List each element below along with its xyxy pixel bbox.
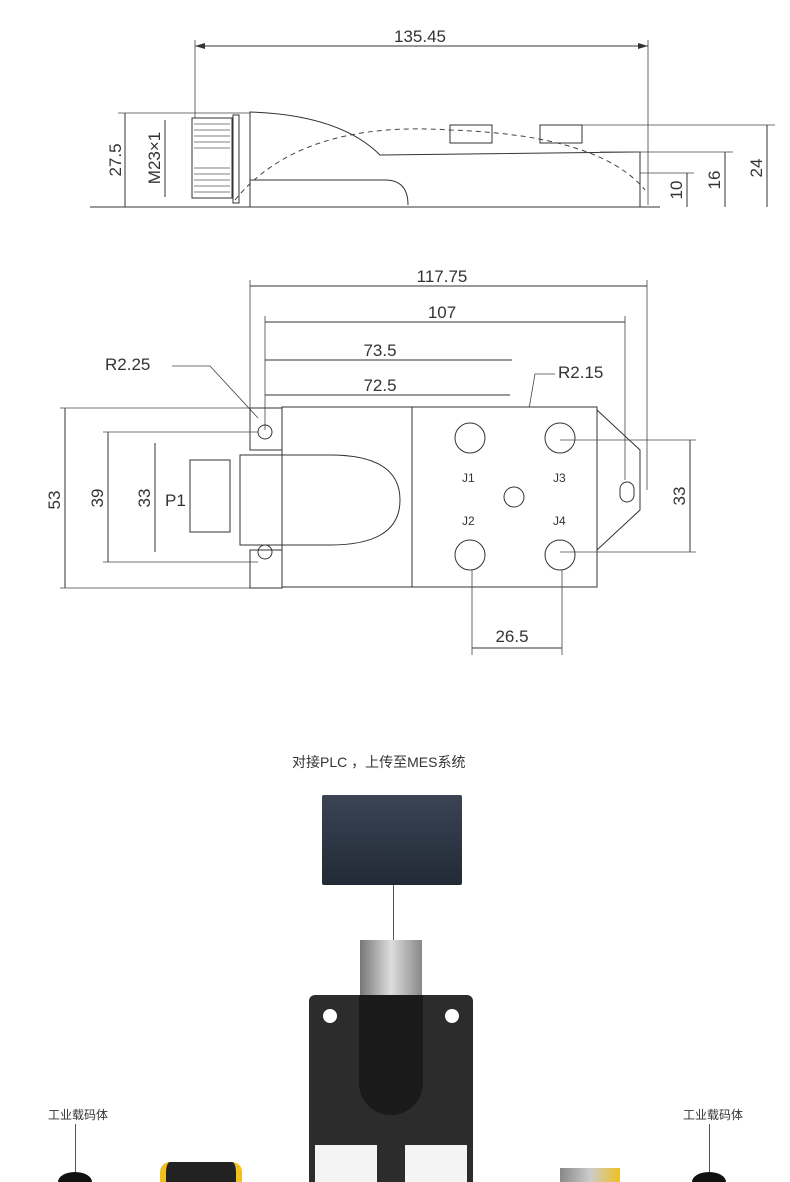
- plc-image: [322, 795, 462, 885]
- port-label-j1: J1: [462, 471, 475, 485]
- dim-width-overall: 117.75: [417, 267, 468, 286]
- port-label-j2: J2: [462, 514, 475, 528]
- dim-height-33-left: 33: [135, 489, 154, 508]
- left-carrier-label: 工业载码体: [48, 1108, 109, 1122]
- dim-height-16: 16: [705, 171, 724, 190]
- dim-radius-left: R2.25: [105, 355, 150, 374]
- dim-length: 135.45: [394, 27, 446, 46]
- right-carrier-label: 工业载码体: [683, 1108, 744, 1122]
- dim-thread: M23×1: [145, 132, 164, 184]
- dim-width-72-5: 72.5: [363, 376, 396, 395]
- left-carrier-image: [58, 1172, 92, 1182]
- dim-height-53: 53: [45, 491, 64, 510]
- left-leader-line: [75, 1124, 76, 1172]
- connector-thread-image: [360, 940, 422, 1000]
- sensor-image-right: [560, 1168, 620, 1182]
- dim-port-pitch: 26.5: [495, 627, 528, 646]
- dim-width-107: 107: [428, 303, 456, 322]
- dim-height-total: 27.5: [106, 143, 125, 176]
- dim-height-24: 24: [747, 159, 766, 178]
- dim-height-10: 10: [667, 181, 686, 200]
- top-profile: [189, 406, 641, 589]
- dim-radius-right: R2.15: [558, 363, 603, 382]
- right-carrier-image: [692, 1172, 726, 1182]
- application-title: 对接PLC ，上传至MES系统: [292, 754, 466, 770]
- connector-line: [393, 885, 394, 940]
- side-profile: [90, 111, 660, 208]
- top-view-drawing: 117.75 107 73.5 72.5 R2.25 R2.15 J1 J2 J…: [45, 267, 696, 655]
- side-view-drawing: 135.45 27.5 M23×1 24 16 10: [90, 27, 775, 208]
- port-label-j4: J4: [553, 514, 566, 528]
- dim-height-33-right: 33: [670, 487, 689, 506]
- junction-box-image: [309, 995, 473, 1182]
- dim-width-73-5: 73.5: [363, 341, 396, 360]
- port-label-p1: P1: [165, 491, 186, 510]
- dim-height-39: 39: [88, 489, 107, 508]
- sensor-image-left: [160, 1162, 242, 1182]
- right-leader-line: [709, 1124, 710, 1172]
- port-label-j3: J3: [553, 471, 566, 485]
